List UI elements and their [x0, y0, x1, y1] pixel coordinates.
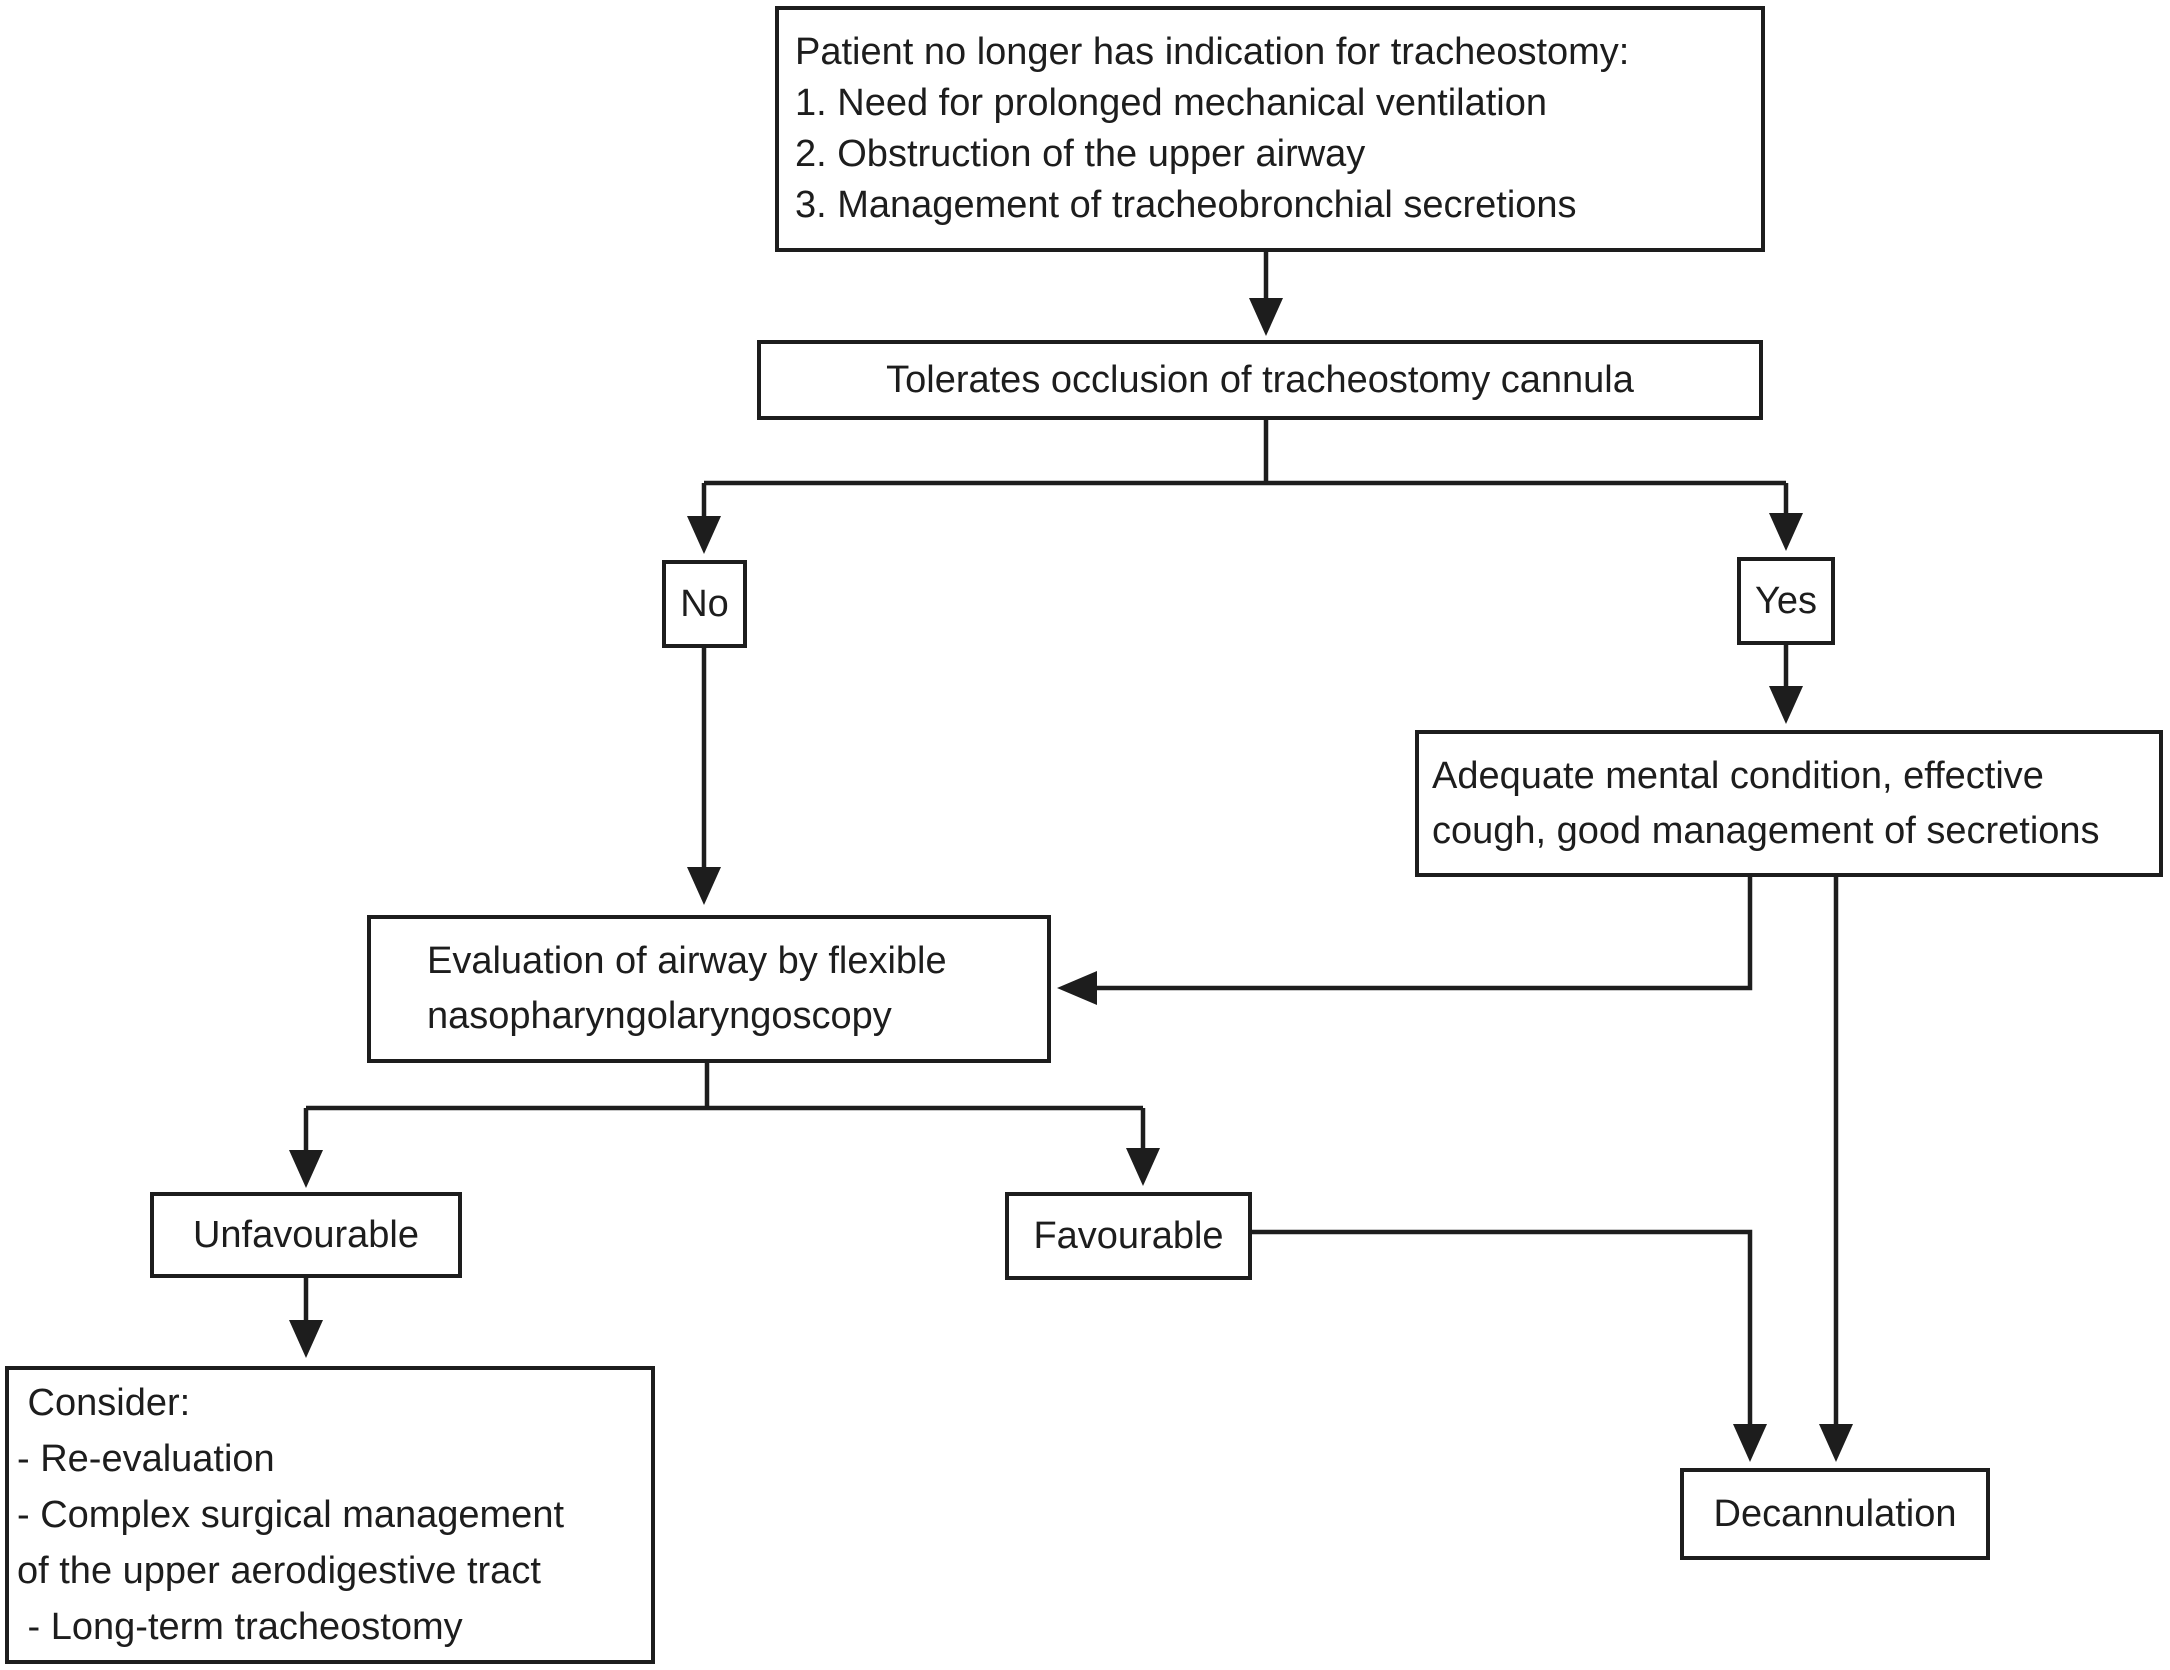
- node-adequate-condition: Adequate mental condition, effective cou…: [1415, 730, 2163, 877]
- consider-line-3: - Complex surgical management: [17, 1494, 565, 1536]
- evaluation-line-1: Evaluation of airway by flexible: [427, 940, 947, 982]
- arrowhead-into-yes: [1769, 513, 1803, 551]
- favourable-label: Favourable: [1033, 1214, 1224, 1257]
- node-decannulation: Decannulation: [1680, 1468, 1990, 1560]
- node-airway-evaluation: Evaluation of airway by flexible nasopha…: [367, 915, 1051, 1063]
- indication-line-3: 2. Obstruction of the upper airway: [795, 133, 1366, 175]
- arrowhead-into-decannulation-right: [1819, 1424, 1853, 1462]
- arrowhead-into-unfavourable: [289, 1150, 323, 1188]
- consider-line-2: - Re-evaluation: [17, 1438, 275, 1480]
- arrowhead-into-evaluation-right: [1057, 971, 1097, 1005]
- arrowhead-into-consider: [289, 1320, 323, 1358]
- arrowhead-into-tolerates: [1249, 298, 1283, 336]
- node-tolerates-occlusion: Tolerates occlusion of tracheostomy cann…: [757, 340, 1763, 420]
- node-consider-options: Consider: - Re-evaluation - Complex surg…: [5, 1366, 655, 1664]
- node-favourable: Favourable: [1005, 1192, 1252, 1280]
- arrowhead-into-favourable: [1126, 1148, 1160, 1186]
- consider-line-4: of the upper aerodigestive tract: [17, 1550, 541, 1592]
- node-patient-indication: Patient no longer has indication for tra…: [775, 6, 1765, 252]
- indication-line-4: 3. Management of tracheobronchial secret…: [795, 184, 1577, 226]
- adequate-line-1: Adequate mental condition, effective: [1432, 754, 2044, 797]
- consider-line-5: - Long-term tracheostomy: [17, 1606, 463, 1648]
- evaluation-line-2: nasopharyngolaryngoscopy: [427, 995, 892, 1037]
- edge-favourable-decannulation: [1252, 1229, 1753, 1426]
- unfavourable-label: Unfavourable: [192, 1213, 420, 1256]
- node-unfavourable: Unfavourable: [150, 1192, 462, 1278]
- adequate-line-2: cough, good management of secretions: [1432, 809, 2100, 852]
- arrowhead-into-no: [687, 516, 721, 554]
- arrowhead-into-decannulation-left: [1733, 1424, 1767, 1462]
- arrowhead-into-evaluation-top: [687, 867, 721, 905]
- arrowhead-into-adequate: [1769, 686, 1803, 724]
- edge-adequate-evaluation: [1097, 877, 1753, 991]
- node-no: No: [662, 560, 747, 648]
- tolerates-label: Tolerates occlusion of tracheostomy cann…: [886, 358, 1634, 401]
- indication-line-1: Patient no longer has indication for tra…: [795, 31, 1630, 73]
- decannulation-label: Decannulation: [1713, 1492, 1957, 1535]
- indication-line-2: 1. Need for prolonged mechanical ventila…: [795, 82, 1548, 124]
- consider-line-1: Consider:: [17, 1382, 191, 1424]
- no-label: No: [680, 582, 729, 625]
- node-yes: Yes: [1737, 557, 1835, 645]
- yes-label: Yes: [1755, 579, 1817, 622]
